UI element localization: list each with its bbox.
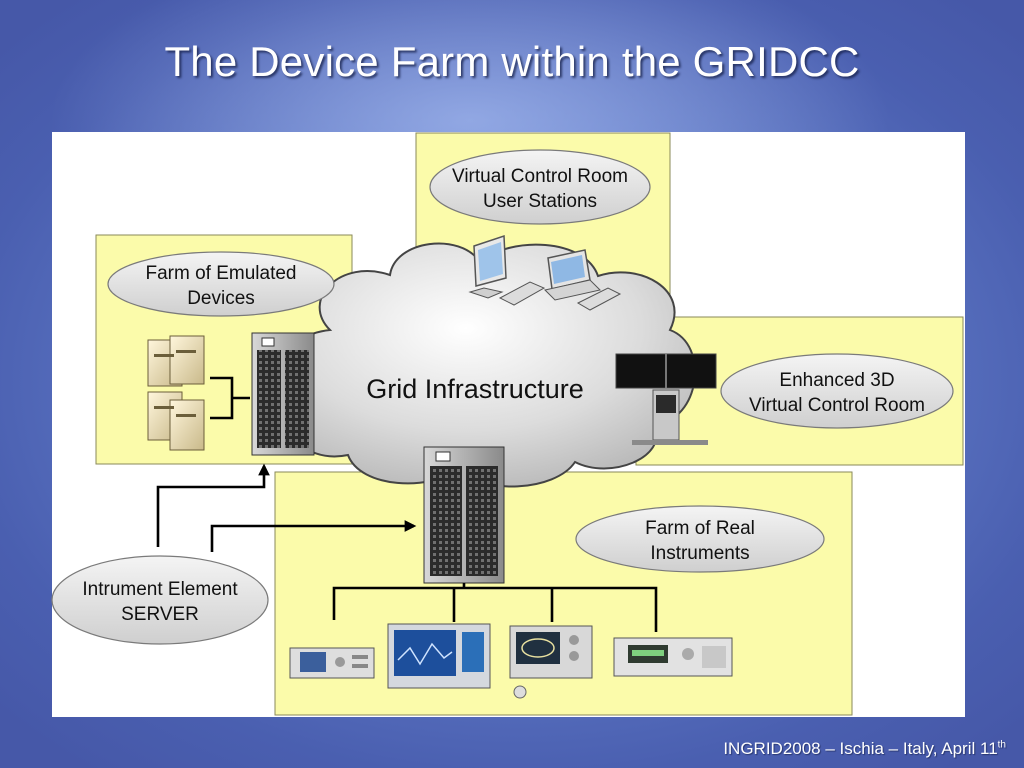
svg-text:Farm of Real: Farm of Real	[645, 518, 755, 539]
real-instruments-box	[274, 471, 853, 716]
vcr-user-stations-label: Virtual Control Room User Stations	[429, 149, 651, 225]
server-to-emulated-arrow	[156, 463, 270, 547]
instrument-element-server-label: Intrument Element SERVER	[51, 555, 269, 645]
svg-text:SERVER: SERVER	[121, 604, 199, 625]
3d-display-wall-icon	[615, 353, 717, 445]
svg-text:Virtual Control Room: Virtual Control Room	[452, 166, 628, 187]
signal-analyzer-icon	[509, 625, 593, 699]
oscilloscope-icon	[387, 623, 491, 689]
svg-text:User Stations: User Stations	[483, 191, 597, 212]
slide-title: The Device Farm within the GRIDCC	[164, 38, 860, 85]
svg-text:Intrument Element: Intrument Element	[82, 579, 238, 600]
emulated-devices-label: Farm of Emulated Devices	[107, 251, 335, 317]
svg-text:Virtual Control Room: Virtual Control Room	[749, 395, 925, 416]
emulated-rack-server-icon	[251, 332, 315, 456]
real-instruments-label: Farm of Real Instruments	[575, 505, 825, 573]
svg-text:Farm of Emulated: Farm of Emulated	[146, 263, 297, 284]
real-instruments-rack-server-icon	[423, 446, 505, 584]
workstation-desktop-icon	[544, 249, 622, 311]
server-to-real-arrow	[210, 520, 417, 552]
spectrum-analyzer-icon	[289, 647, 375, 679]
slide-footer: INGRID2008 – Ischia – Italy, April 11th	[723, 739, 1006, 758]
enhanced-3d-vcr-label: Enhanced 3D Virtual Control Room	[720, 353, 954, 429]
instrument-bus	[332, 586, 658, 632]
svg-text:Devices: Devices	[187, 288, 255, 309]
svg-text:Instruments: Instruments	[650, 543, 749, 564]
emulated-servers-icon	[147, 335, 205, 451]
svg-text:Enhanced 3D: Enhanced 3D	[779, 370, 894, 391]
cloud-label: Grid Infrastructure	[366, 374, 584, 404]
signal-generator-icon	[613, 637, 733, 677]
workstation-lcd-icon	[468, 234, 546, 306]
